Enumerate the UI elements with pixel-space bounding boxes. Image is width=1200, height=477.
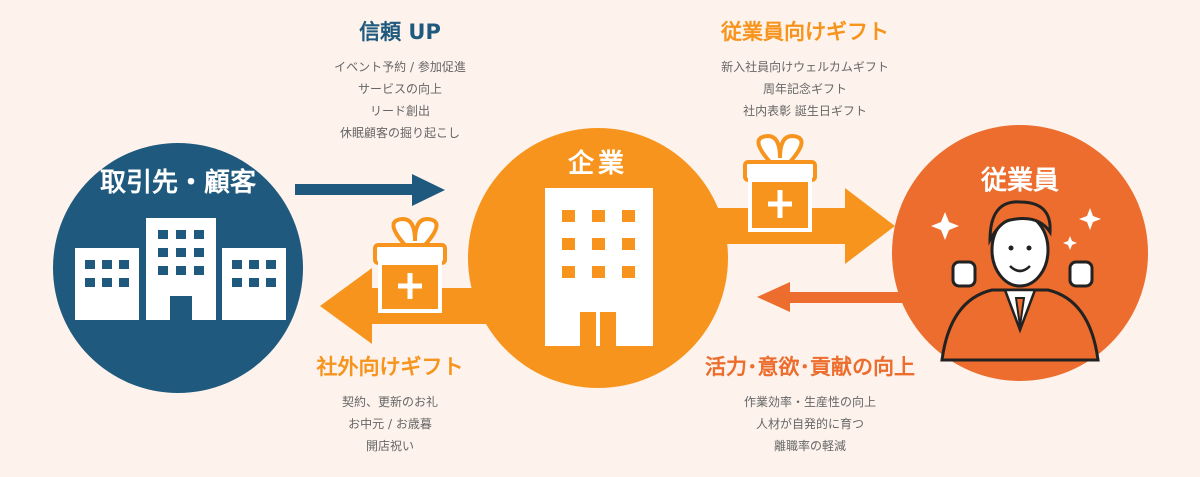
flow-external-gifts: 社外向けギフト 契約、更新のお礼 お中元 / お歳暮 開店祝い xyxy=(290,351,490,457)
gift-icon-internal xyxy=(743,133,817,232)
flow-item: 社内表彰 誕生日ギフト xyxy=(743,104,867,118)
company-label: 企業 xyxy=(567,149,628,179)
flow-title: 従業員向けギフト xyxy=(721,20,889,44)
happy-employee-icon xyxy=(931,200,1101,362)
flow-trust-up: 信頼 UP イベント予約 / 参加促進 サービスの向上 リード創出 休眠顧客の掘… xyxy=(290,16,510,144)
flow-title: 信頼 UP xyxy=(359,20,441,44)
flow-title: 活力･意欲･貢献の向上 xyxy=(705,355,915,379)
flow-title: 社外向けギフト xyxy=(316,355,464,379)
arrow-clients-to-company xyxy=(295,174,445,206)
flow-item: お中元 / お歳暮 xyxy=(348,417,432,431)
arrow-employees-to-company xyxy=(757,282,910,312)
flow-item: 契約、更新のお礼 xyxy=(341,395,438,409)
flow-item: 休眠顧客の掘り起こし xyxy=(339,126,460,140)
flow-motivation: 活力･意欲･貢献の向上 作業効率・生産性の向上 人材が自発的に育つ 離職率の軽減 xyxy=(680,351,940,457)
flow-item: 新入社員向けウェルカムギフト xyxy=(721,60,889,74)
office-building-icon xyxy=(545,188,653,346)
clients-label: 取引先・顧客 xyxy=(99,168,256,198)
gift-icon-outbound xyxy=(373,216,447,313)
flow-item: 周年記念ギフト xyxy=(762,82,847,96)
employees-label: 従業員 xyxy=(980,166,1059,196)
flow-item: イベント予約 / 参加促進 xyxy=(334,60,466,74)
flow-item: 離職率の軽減 xyxy=(773,439,846,453)
flow-item: 開店祝い xyxy=(365,439,414,453)
flow-item: 人材が自発的に育つ xyxy=(755,417,864,431)
flow-item: サービスの向上 xyxy=(357,82,442,96)
buildings-icon xyxy=(75,218,286,320)
flow-item: 作業効率・生産性の向上 xyxy=(743,395,876,409)
flow-item: リード創出 xyxy=(369,104,430,118)
flow-employee-gifts: 従業員向けギフト 新入社員向けウェルカムギフト 周年記念ギフト 社内表彰 誕生日… xyxy=(690,16,920,122)
